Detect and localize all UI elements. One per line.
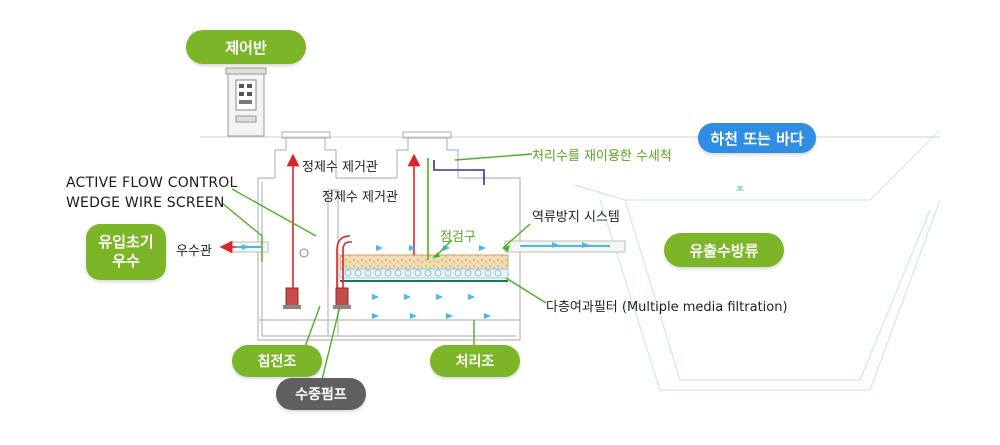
submersible-pumps <box>283 248 351 309</box>
control-panel-cabinet <box>225 67 267 137</box>
inspection-port-label: 점검구 <box>440 230 476 245</box>
reuse-wash-pipe <box>427 158 485 260</box>
clean-water-pipe-label-1: 정제수 제거관 <box>302 160 378 175</box>
initial-rainwater-label: 유입초기 우수 <box>86 224 166 280</box>
submersible-pump-label: 수중펌프 <box>276 378 366 410</box>
leader-lines <box>221 153 547 389</box>
reuse-water-label: 처리수를 재이용한 수세척 <box>532 149 672 164</box>
clean-water-pipes <box>219 153 421 305</box>
outlet-pipe <box>504 240 626 253</box>
wedge-wire-screen-label: WEDGE WIRE SCREEN <box>66 195 225 211</box>
multi-media-filter-label: 다층여과필터 (Multiple media filtration) <box>546 300 788 315</box>
effluent-discharge-label: 유출수방류 <box>664 233 784 267</box>
underground-structure <box>257 131 521 341</box>
treatment-tank-label: 처리조 <box>430 345 520 377</box>
clean-water-pipe-label-2: 정제수 제거관 <box>322 190 398 205</box>
river-or-sea-label: 하천 또는 바다 <box>698 123 816 153</box>
filter-media <box>339 254 509 282</box>
backflow-arrow <box>502 245 510 252</box>
active-flow-control-label: ACTIVE FLOW CONTROL <box>66 175 238 191</box>
control-panel-label: 제어반 <box>186 30 306 64</box>
storm-pipe-label: 우수관 <box>176 244 212 259</box>
river-basin <box>574 129 941 391</box>
backflow-prevention-label: 역류방지 시스템 <box>532 210 620 225</box>
sedimentation-tank-label: 침전조 <box>232 345 322 377</box>
inspection-arrow <box>432 252 440 258</box>
